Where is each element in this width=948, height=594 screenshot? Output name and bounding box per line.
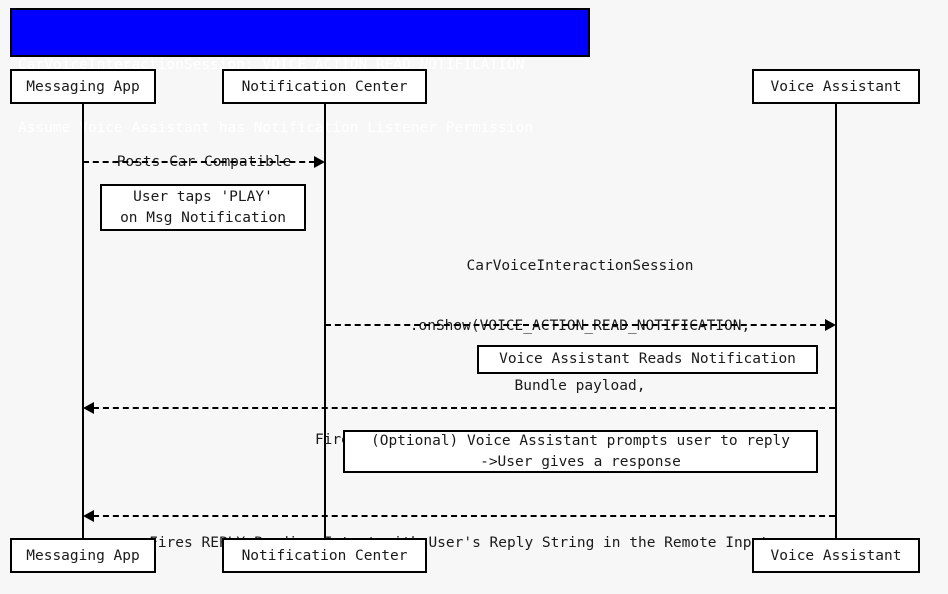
note-optional-reply-prompt-line-2: ->User gives a response xyxy=(480,453,681,470)
message-arrow-mark-as-read xyxy=(93,407,835,409)
message-label-reply-intent: Fires REPLY Pending Intent with User's R… xyxy=(83,493,835,593)
message-arrow-on-show xyxy=(325,324,826,326)
note-reads-notification-line-1: Voice Assistant Reads Notification xyxy=(499,351,796,367)
message-label-on-show-line-3: Bundle payload, xyxy=(514,378,646,394)
arrowhead-post-notification xyxy=(314,156,325,168)
participant-footer-messaging-app[interactable]: Messaging App xyxy=(10,538,156,573)
participant-footer-notification-center[interactable]: Notification Center xyxy=(222,538,427,573)
participant-footer-voice-assistant[interactable]: Voice Assistant xyxy=(752,538,920,573)
message-label-on-show-line-2: .onShow(VOICE_ACTION_READ_NOTIFICATION, xyxy=(409,318,751,334)
note-user-taps-play-line-2: on Msg Notification xyxy=(120,209,286,226)
lifeline-notification-center xyxy=(324,103,326,540)
arrowhead-on-show xyxy=(825,319,836,331)
note-optional-reply-prompt-line-1: (Optional) Voice Assistant prompts user … xyxy=(370,432,791,449)
note-optional-reply-prompt: (Optional) Voice Assistant prompts user … xyxy=(343,430,818,473)
participant-header-messaging-app[interactable]: Messaging App xyxy=(10,69,156,104)
note-reads-notification: Voice Assistant Reads Notification xyxy=(477,345,818,374)
lifeline-messaging-app xyxy=(82,103,84,540)
note-user-taps-play-line-1: User taps 'PLAY' xyxy=(133,188,273,205)
participant-header-voice-assistant[interactable]: Voice Assistant xyxy=(752,69,920,104)
note-user-taps-play: User taps 'PLAY' on Msg Notification xyxy=(100,184,306,231)
lifeline-voice-assistant xyxy=(835,103,837,540)
arrowhead-mark-as-read xyxy=(83,402,94,414)
diagram-title-line-2: Assume Voice Assistant has Notification … xyxy=(18,120,534,136)
arrowhead-reply-intent xyxy=(83,510,94,522)
message-arrow-post-notification xyxy=(83,161,315,163)
message-arrow-reply-intent xyxy=(93,515,835,517)
message-label-on-show-line-1: CarVoiceInteractionSession xyxy=(466,258,694,274)
participant-header-notification-center[interactable]: Notification Center xyxy=(222,69,427,104)
diagram-title-box: CarVoiceInteractionSession: VOICE_ACTION… xyxy=(10,8,590,136)
message-label-reply-intent-line-1: Fires REPLY Pending Intent with User's R… xyxy=(149,535,769,551)
